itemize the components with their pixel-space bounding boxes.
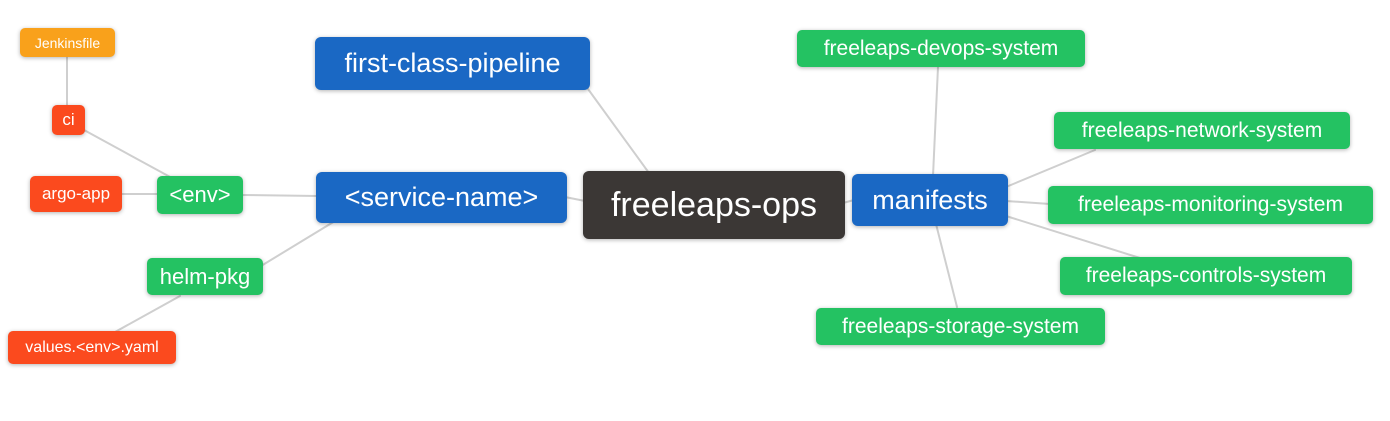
node-jenkinsfile[interactable]: Jenkinsfile: [20, 28, 115, 57]
node-first-class-pipeline[interactable]: first-class-pipeline: [315, 37, 590, 90]
node-freeleaps-storage-system[interactable]: freeleaps-storage-system: [816, 308, 1105, 345]
node-helm-pkg[interactable]: helm-pkg: [147, 258, 263, 295]
edge-manifests-controls: [1005, 215, 1141, 259]
node-freeleaps-controls-system[interactable]: freeleaps-controls-system: [1060, 257, 1352, 295]
edge-helmpkg-servicename: [260, 220, 336, 267]
edge-manifests-storage: [935, 223, 958, 308]
edge-servicename-root: [564, 196, 586, 202]
node-env[interactable]: <env>: [157, 176, 243, 214]
node-ci[interactable]: ci: [52, 105, 85, 135]
node-values-env-yaml[interactable]: values.<env>.yaml: [8, 331, 176, 364]
edge-manifests-monitoring: [1005, 200, 1051, 205]
node-service-name[interactable]: <service-name>: [316, 172, 567, 223]
edge-values-helmpkg: [114, 295, 181, 333]
node-freeleaps-devops-system[interactable]: freeleaps-devops-system: [797, 30, 1085, 67]
edge-env-servicename: [240, 194, 319, 197]
node-freeleaps-ops-root[interactable]: freeleaps-ops: [583, 171, 845, 239]
edge-manifests-devops: [932, 66, 939, 177]
node-freeleaps-network-system[interactable]: freeleaps-network-system: [1054, 112, 1350, 149]
node-manifests[interactable]: manifests: [852, 174, 1008, 226]
node-argo-app[interactable]: argo-app: [30, 176, 122, 212]
edge-pipeline-root: [587, 88, 650, 174]
edge-ci-env: [83, 129, 173, 179]
edge-manifests-network: [1005, 149, 1096, 188]
node-freeleaps-monitoring-system[interactable]: freeleaps-monitoring-system: [1048, 186, 1373, 224]
